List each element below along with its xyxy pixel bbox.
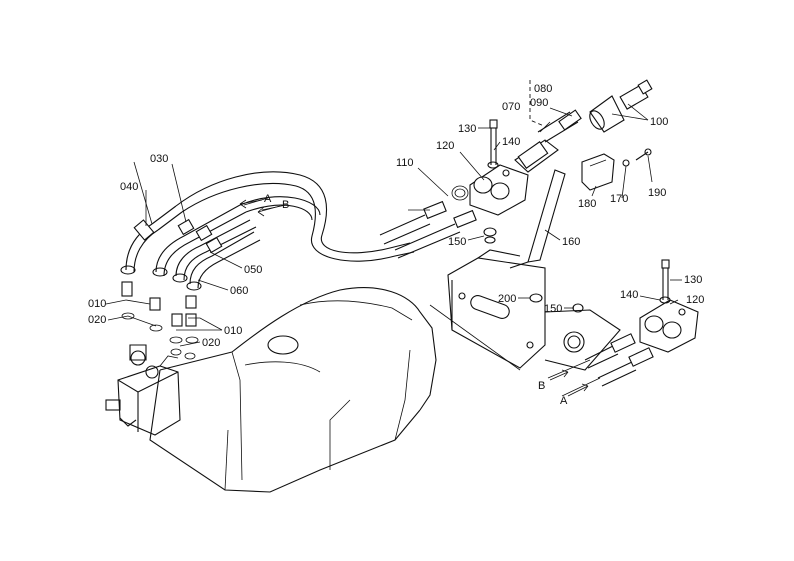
label-040: 040	[120, 181, 138, 193]
leader-lines	[105, 103, 682, 347]
label-130-lower: 130	[684, 274, 702, 286]
bolt-130-lower	[659, 259, 671, 304]
control-valve	[105, 344, 181, 436]
flow-arrows	[239, 199, 589, 397]
label-010-right: 010	[224, 325, 242, 337]
port-fittings	[121, 281, 199, 360]
label-150-lower: 150	[544, 303, 562, 315]
label-070: 070	[502, 101, 520, 113]
label-130-upper: 130	[458, 123, 476, 135]
part-labels: 030 040 050 060 010 020 010 020 110 120 …	[88, 83, 704, 407]
bracket-160	[509, 169, 566, 269]
label-020-left: 020	[88, 314, 106, 326]
long-hose	[175, 171, 415, 262]
label-110: 110	[396, 157, 414, 169]
label-020-right: 020	[202, 337, 220, 349]
hose-connectors-upper	[379, 200, 477, 259]
label-B-upper: B	[282, 199, 289, 211]
label-160: 160	[562, 236, 580, 248]
label-120-upper: 120	[436, 140, 454, 152]
label-060: 060	[230, 285, 248, 297]
label-200: 200	[498, 293, 516, 305]
label-090: 090	[530, 97, 548, 109]
label-050: 050	[244, 264, 262, 276]
label-180: 180	[578, 198, 596, 210]
label-A-upper: A	[264, 193, 272, 205]
label-170: 170	[610, 193, 628, 205]
coupler-block-lower	[639, 299, 699, 353]
label-150-upper: 150	[448, 236, 466, 248]
label-120-lower: 120	[686, 294, 704, 306]
quick-couplers	[514, 79, 653, 173]
engine-block	[149, 287, 437, 493]
label-A-lower: A	[560, 395, 568, 407]
label-030: 030	[150, 153, 168, 165]
label-080: 080	[534, 83, 552, 95]
coupler-block-upper	[451, 164, 529, 216]
label-140-lower: 140	[620, 289, 638, 301]
solenoid-assembly	[581, 148, 652, 191]
label-B-lower: B	[538, 380, 545, 392]
left-hoses	[120, 204, 261, 291]
hose-connectors-lower	[243, 197, 654, 397]
bolt-130-upper	[487, 119, 499, 169]
label-190: 190	[648, 187, 666, 199]
label-100: 100	[650, 116, 668, 128]
label-140-upper: 140	[502, 136, 520, 148]
mounting-bracket	[429, 249, 621, 371]
label-010-left: 010	[88, 298, 106, 310]
